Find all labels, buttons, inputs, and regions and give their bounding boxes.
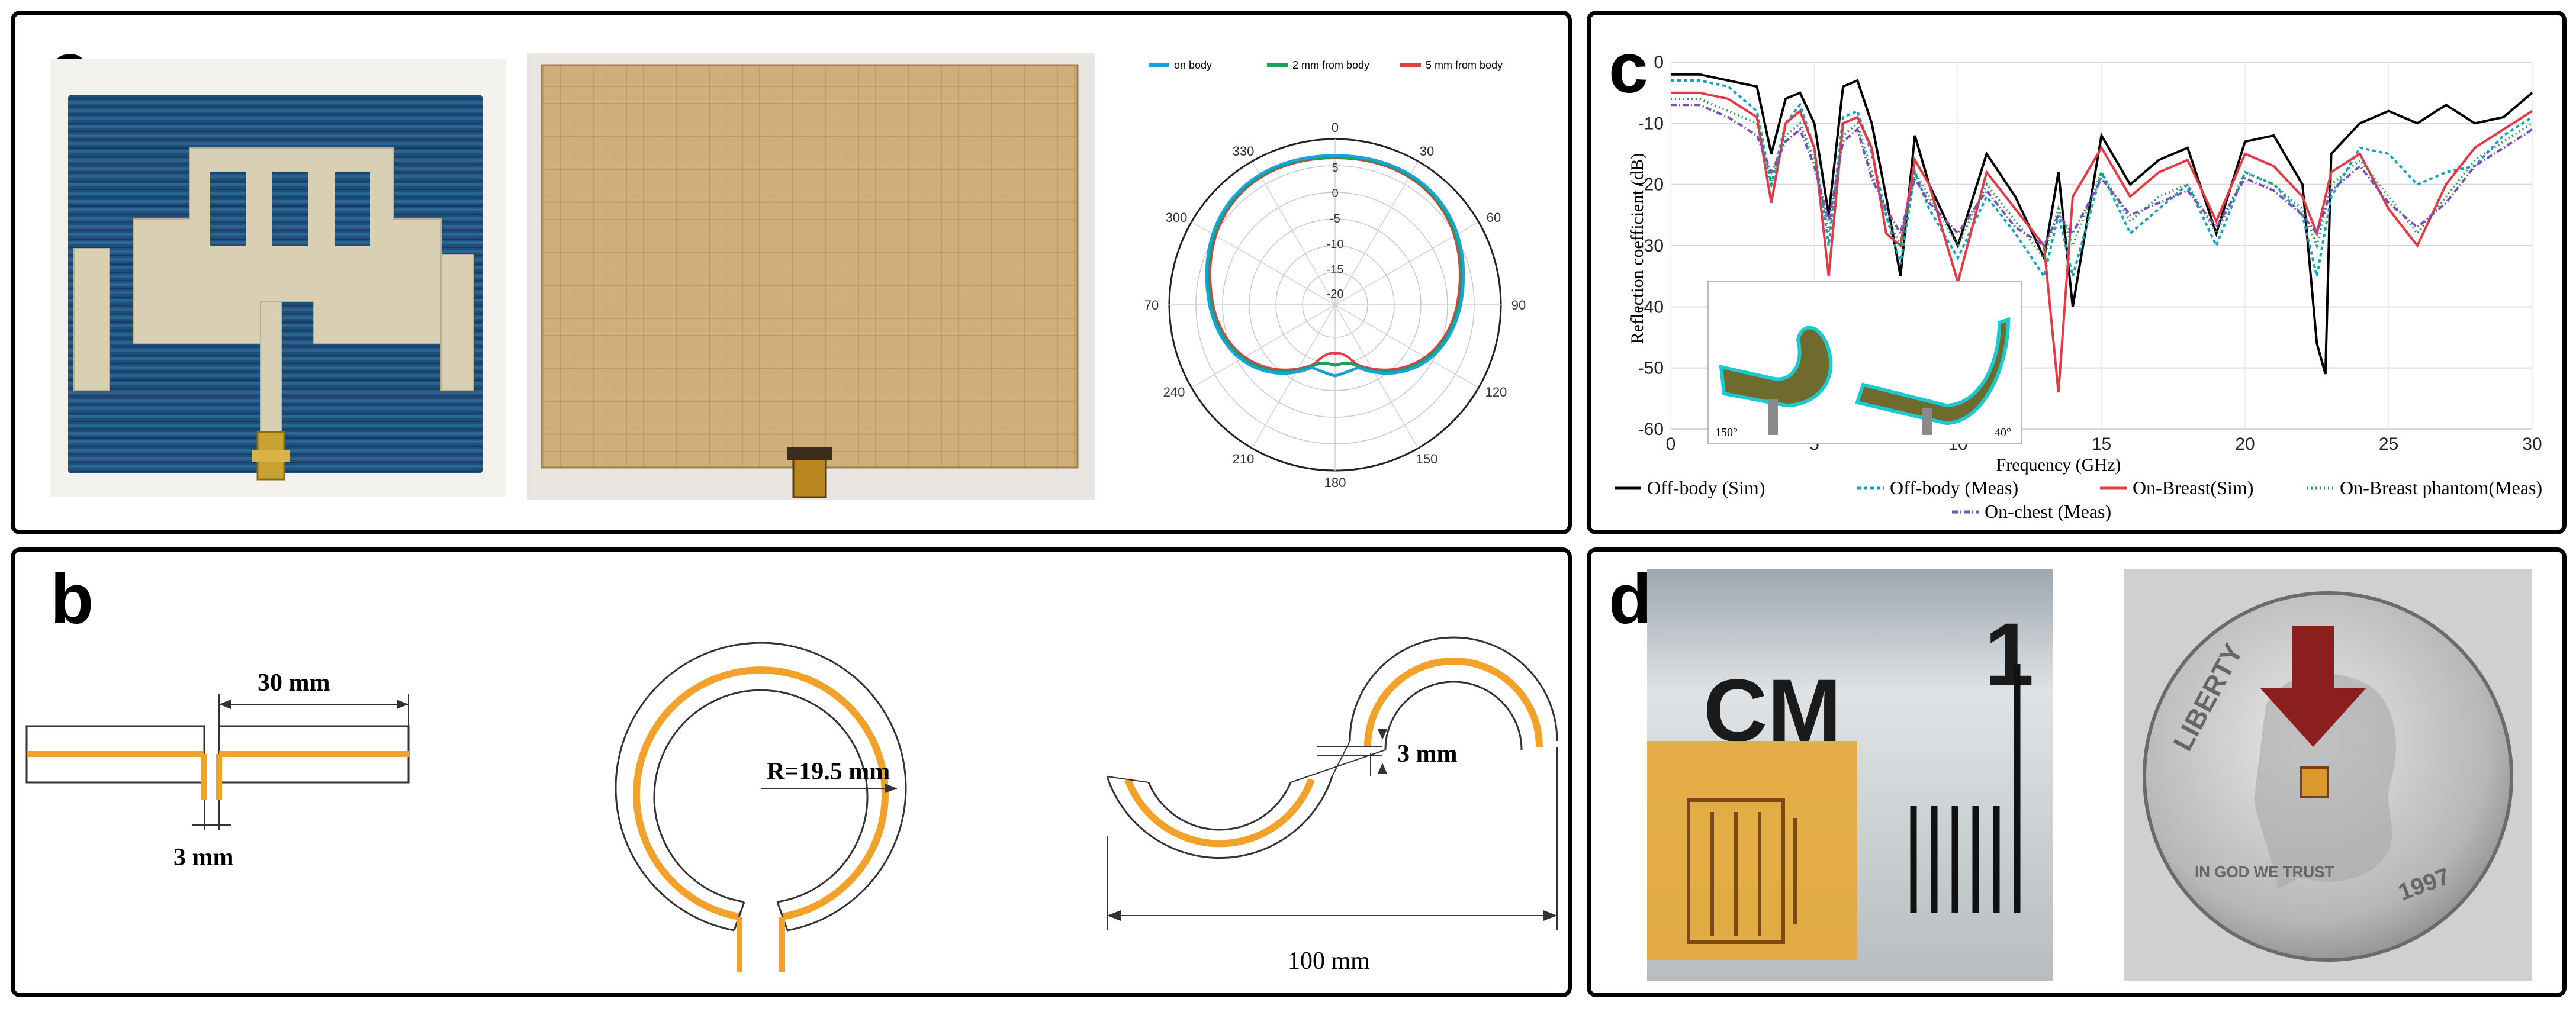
coin-motto-text: IN GOD WE TRUST <box>2195 863 2334 881</box>
panel-a: a <box>11 11 1572 534</box>
y-tick-label: 0 <box>1654 53 1664 72</box>
radial-label: -10 <box>1327 238 1344 251</box>
flexible-antenna-strip <box>1647 741 1857 960</box>
y-axis-label: Reflection coefficient (dB) <box>1628 153 1647 344</box>
dim-span: 100 mm <box>1288 948 1370 975</box>
x-tick-label: 25 <box>2379 434 2398 454</box>
legend-entry: On-chest (Meas) <box>1985 501 2111 522</box>
angle-label: 30 <box>1420 144 1434 159</box>
ruler-scale-photo: CM 1 <box>1647 569 2053 981</box>
sma-connector-icon <box>787 447 832 498</box>
y-tick-label: -50 <box>1638 359 1664 378</box>
legend-2mm: 2 mm from body <box>1292 59 1369 71</box>
panel-d: d CM 1 <box>1587 547 2567 997</box>
angle-label: 120 <box>1485 385 1507 399</box>
chart-legend: Off-body (Sim) Off-body (Meas) On-Breast(S… <box>1615 477 2542 522</box>
panel-c: c 0-10-20-30-40-50-60051015202530 Reflec… <box>1587 11 2567 534</box>
s-curve-antenna-diagram: 3 mm 100 mm <box>1106 636 1558 975</box>
antenna-geometry-diagrams: 30 mm 3 mm R=19.5 mm <box>25 636 1558 975</box>
polar-angle-labels: 0 30 60 90 120 150 180 210 240 70 300 33… <box>1144 120 1526 490</box>
dim-radius: R=19.5 mm <box>767 758 890 785</box>
polar-patterns <box>1205 154 1465 378</box>
antenna-fabric-photo <box>50 59 506 497</box>
series-line <box>1671 73 2533 375</box>
panel-b: b 30 mm 3 mm <box>11 547 1572 997</box>
y-tick-label: -40 <box>1638 297 1664 317</box>
radial-label: 5 <box>1332 162 1338 175</box>
x-tick-label: 15 <box>2092 434 2111 454</box>
radial-label: -5 <box>1330 212 1340 225</box>
dim-length: 30 mm <box>258 669 330 697</box>
x-tick-label: 0 <box>1666 434 1676 454</box>
dim-gap: 3 mm <box>173 844 233 871</box>
angle-label: 300 <box>1166 210 1188 225</box>
y-tick-label: -20 <box>1638 175 1664 195</box>
radial-label: -15 <box>1327 263 1344 276</box>
inset-bent-antenna-images: 150° 40° <box>1707 281 2022 444</box>
coin-size-comparison-photo: LIBERTY IN GOD WE TRUST 1997 <box>2124 569 2532 981</box>
legend-entry: On-Breast(Sim) <box>2133 477 2253 498</box>
angle-label: 180 <box>1324 475 1346 490</box>
y-tick-label: -10 <box>1638 114 1664 133</box>
ring-antenna-diagram: R=19.5 mm <box>615 642 907 972</box>
legend-entry: On-Breast phantom(Meas) <box>2340 477 2542 498</box>
radial-label: -20 <box>1327 288 1344 301</box>
angle-label: 70 <box>1144 298 1159 312</box>
angle-label: 150 <box>1416 452 1438 466</box>
panel-label-b: b <box>50 559 94 639</box>
series-line <box>1671 79 2533 279</box>
reflection-coefficient-chart: 0-10-20-30-40-50-60051015202530 Reflecti… <box>1615 53 2542 522</box>
legend-5mm: 5 mm from body <box>1426 59 1503 71</box>
antenna-substrate-photo <box>527 53 1095 500</box>
chart-series <box>1671 73 2533 393</box>
legend-on-body: on body <box>1174 59 1212 71</box>
panel-label-d: d <box>1609 559 1652 639</box>
chart-ticks: 0-10-20-30-40-50-60051015202530 <box>1638 53 2542 454</box>
panel-label-c: c <box>1609 28 1648 108</box>
series-line <box>1671 104 2533 247</box>
antenna-chip <box>2300 766 2329 798</box>
dim-gap-2: 3 mm <box>1397 740 1457 768</box>
angle-label: 60 <box>1487 210 1501 225</box>
angle-label: 330 <box>1233 144 1255 159</box>
flat-antenna-diagram: 30 mm 3 mm <box>25 669 410 871</box>
radial-label: 0 <box>1332 187 1338 200</box>
angle-label: 90 <box>1511 298 1526 312</box>
legend-entry: Off-body (Meas) <box>1890 477 2018 498</box>
x-tick-label: 20 <box>2235 434 2255 454</box>
polar-radial-labels: 5 0 -5 -10 -15 -20 <box>1327 162 1344 301</box>
angle-label: 0 <box>1332 120 1339 135</box>
inset-angle-right: 40° <box>1995 426 2011 439</box>
sma-connector-icon <box>252 431 290 481</box>
x-axis-label: Frequency (GHz) <box>1996 455 2121 475</box>
series-line <box>1671 98 2533 260</box>
radiation-pattern-polar-plot: on body 2 mm from body 5 mm from body 0 … <box>1144 59 1526 490</box>
x-tick-label: 30 <box>2522 434 2542 454</box>
angle-label: 240 <box>1163 385 1185 399</box>
polar-legend: on body 2 mm from body 5 mm from body <box>1149 59 1503 71</box>
arrow-down-icon <box>2260 626 2366 747</box>
angle-label: 210 <box>1233 452 1255 466</box>
y-tick-label: -60 <box>1638 420 1664 439</box>
ruler-mark-label: 1 <box>1985 604 2034 704</box>
ruler-ticks <box>1910 664 2021 913</box>
y-tick-label: -30 <box>1638 236 1664 256</box>
legend-entry: Off-body (Sim) <box>1647 477 1765 498</box>
inset-angle-left: 150° <box>1715 426 1738 439</box>
